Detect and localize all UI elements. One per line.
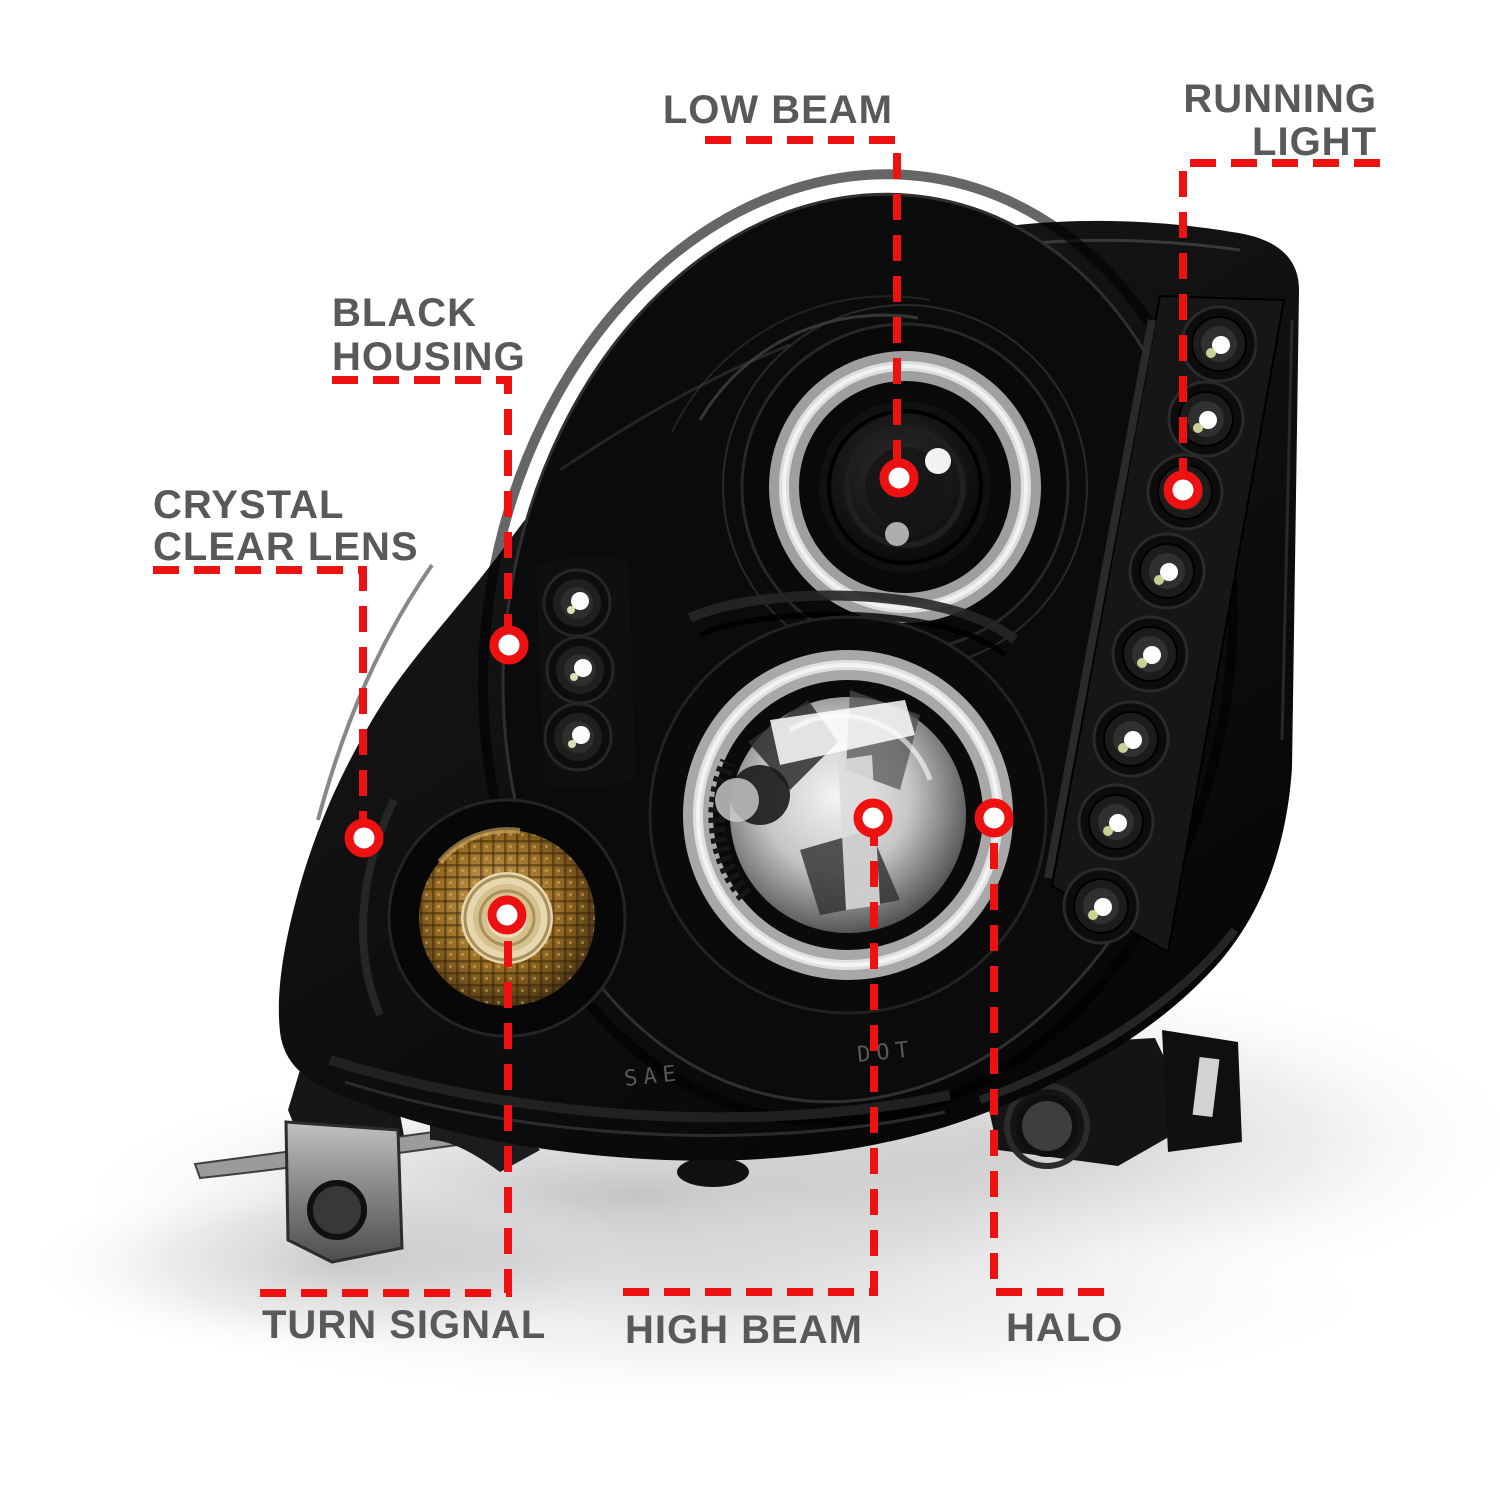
accent-led (545, 635, 615, 705)
callout-dot-turn-signal (487, 895, 527, 935)
callout-dot-running-light (1163, 470, 1203, 510)
callout-dot-black-housing (489, 625, 529, 665)
label-running-light-line2: LIGHT (1252, 120, 1377, 164)
label-high-beam: HIGH BEAM (625, 1308, 863, 1352)
label-black-housing-line2: HOUSING (332, 335, 526, 379)
callout-dots (344, 458, 1203, 935)
callout-dot-low-beam (879, 458, 919, 498)
leader-line-halo (990, 826, 1104, 1296)
running-light-led (1092, 700, 1170, 778)
callout-dot-crystal-clear-lens (344, 818, 384, 858)
label-running-light-line1: RUNNING (1183, 77, 1377, 121)
running-light-led (1077, 783, 1155, 861)
bracket-hole-center (1016, 1095, 1078, 1157)
running-light-led (1128, 532, 1206, 610)
housing-creases (316, 319, 1294, 1137)
bracket-foot (677, 1157, 749, 1187)
lens-markings: SAE DOT (623, 1037, 916, 1092)
label-halo: HALO (1006, 1306, 1123, 1350)
label-crystal-clear-lens-line1: CRYSTAL (153, 483, 344, 527)
running-light-led (1167, 380, 1245, 458)
bracket-sticker (1192, 1056, 1220, 1118)
callout-labels: LOW BEAM RUNNING LIGHT BLACK HOUSING CRY… (153, 77, 1377, 1352)
lens-marking-sae: SAE (623, 1061, 683, 1092)
leader-line-crystal-clear-lens (153, 566, 367, 830)
running-light-led (1062, 867, 1140, 945)
headlight-assembly: SAE DOT (278, 169, 1300, 1161)
leader-line-low-beam (705, 136, 901, 470)
label-crystal-clear-lens-line2: CLEAR LENS (153, 525, 419, 569)
callout-lines (153, 136, 1380, 1297)
leader-line-high-beam (623, 826, 878, 1296)
label-black-housing-line1: BLACK (332, 291, 477, 335)
accent-led-strip (536, 557, 636, 788)
lens-glint (925, 448, 951, 474)
leader-line-black-housing (332, 376, 512, 637)
leader-line-turn-signal (260, 923, 512, 1297)
halo-ring-upper (769, 351, 1041, 623)
accent-led (542, 568, 612, 638)
callout-dot-high-beam (853, 798, 893, 838)
reflector-serration (708, 758, 752, 902)
label-low-beam: LOW BEAM (663, 88, 893, 132)
lens-marking-dot: DOT (856, 1037, 916, 1068)
accent-led (543, 702, 613, 772)
label-turn-signal: TURN SIGNAL (262, 1303, 546, 1347)
running-light-led (1180, 305, 1258, 383)
leader-line-running-light (1179, 159, 1380, 482)
bracket-hole-left (307, 1180, 367, 1240)
callout-dot-halo (974, 798, 1014, 838)
bulb-glint (715, 778, 759, 822)
running-light-led (1111, 615, 1189, 693)
